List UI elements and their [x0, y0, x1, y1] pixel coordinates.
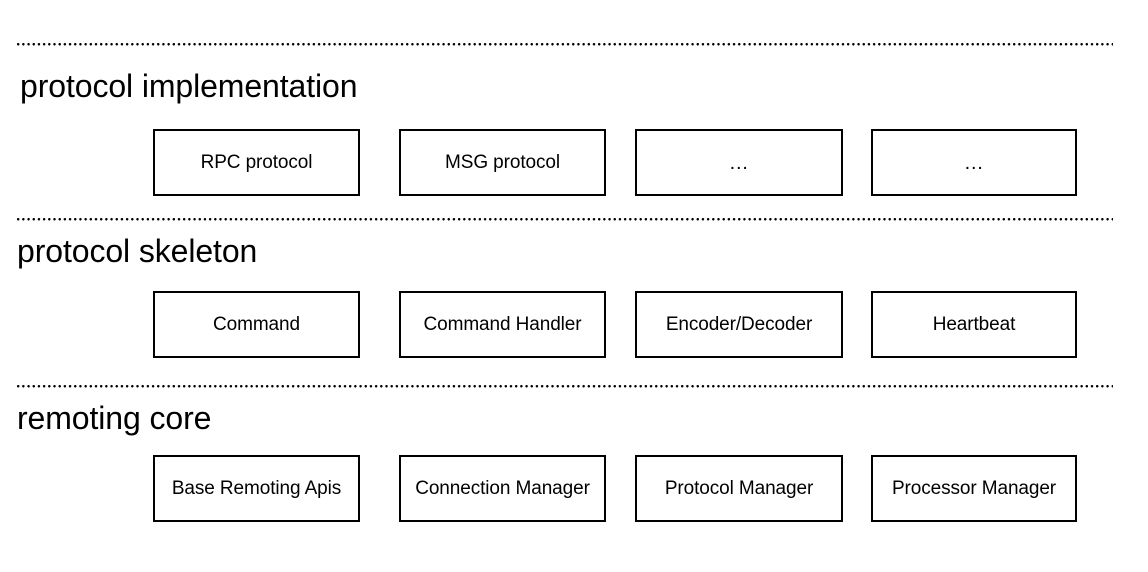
node-connection-manager[interactable]: Connection Manager: [399, 455, 606, 522]
node-command-handler[interactable]: Command Handler: [399, 291, 606, 358]
node-processor-manager[interactable]: Processor Manager: [871, 455, 1077, 522]
node-label: Protocol Manager: [664, 478, 814, 499]
node-label: Heartbeat: [932, 314, 1016, 335]
node-label: …: [963, 151, 985, 174]
node-row-remoting-core: Base Remoting Apis Connection Manager Pr…: [153, 455, 1077, 522]
node-heartbeat[interactable]: Heartbeat: [871, 291, 1077, 358]
node-label: MSG protocol: [445, 152, 560, 173]
layer-divider-top: [17, 43, 1113, 46]
node-command[interactable]: Command: [153, 291, 360, 358]
node-label: Command Handler: [423, 314, 582, 335]
node-placeholder-2[interactable]: …: [871, 129, 1077, 196]
node-label: Command: [213, 314, 300, 335]
node-label: …: [728, 151, 750, 174]
node-msg-protocol[interactable]: MSG protocol: [399, 129, 606, 196]
node-row-protocol-skeleton: Command Command Handler Encoder/Decoder …: [153, 291, 1077, 358]
node-label: Connection Manager: [415, 478, 590, 499]
node-rpc-protocol[interactable]: RPC protocol: [153, 129, 360, 196]
node-row-protocol-implementation: RPC protocol MSG protocol … …: [153, 129, 1077, 196]
layer-title-protocol-skeleton: protocol skeleton: [17, 233, 258, 269]
layer-remoting-core: remoting core Base Remoting Apis Connect…: [0, 386, 1148, 572]
node-label: Encoder/Decoder: [665, 314, 813, 335]
layer-title-remoting-core: remoting core: [17, 400, 212, 436]
node-encoder-decoder[interactable]: Encoder/Decoder: [635, 291, 843, 358]
node-base-remoting-apis[interactable]: Base Remoting Apis: [153, 455, 360, 522]
layer-divider-middle-2: [17, 385, 1113, 388]
layer-protocol-skeleton: protocol skeleton Command Command Handle…: [0, 219, 1148, 386]
node-label: Processor Manager: [891, 478, 1057, 499]
node-placeholder-1[interactable]: …: [635, 129, 843, 196]
layer-divider-middle-1: [17, 218, 1113, 221]
node-protocol-manager[interactable]: Protocol Manager: [635, 455, 843, 522]
layer-protocol-implementation: protocol implementation RPC protocol MSG…: [0, 0, 1148, 219]
node-label: RPC protocol: [200, 152, 313, 173]
layer-title-protocol-implementation: protocol implementation: [20, 68, 358, 104]
node-label: Base Remoting Apis: [171, 478, 342, 499]
